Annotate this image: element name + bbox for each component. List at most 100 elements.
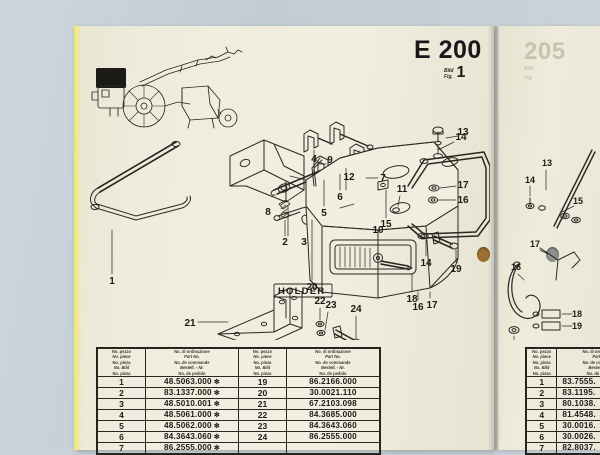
header-part-no-right: No. di ordinazione Part No. No. de comma… — [286, 349, 379, 377]
asterisk-marker: ✻ — [212, 445, 220, 452]
part-no-right: 30.0021.110 — [286, 387, 379, 398]
header-item-no-right: No. pezzo No. piece No. pieza No. Bild N… — [238, 349, 286, 377]
item-no: 5 — [527, 420, 557, 431]
asterisk-marker: ✻ — [212, 390, 220, 397]
svg-text:7: 7 — [380, 173, 386, 184]
table-header-row: No. pezzo No. piece No. pieza No. Bild N… — [98, 349, 380, 377]
item-no-left: 4 — [98, 409, 146, 420]
part-no-right: 67.2103.098 — [286, 398, 379, 409]
svg-text:24: 24 — [350, 304, 362, 315]
svg-text:14: 14 — [420, 258, 432, 269]
item-no: 3 — [527, 398, 557, 409]
svg-text:21: 21 — [184, 318, 196, 329]
parts-table-right: No. pezzo No. piece No. pieza No. Bild N… — [525, 347, 600, 455]
table-header-row-right: No. pezzo No. piece No. pieza No. Bild N… — [527, 349, 600, 377]
svg-text:11: 11 — [397, 184, 408, 195]
item-no-left: 1 — [98, 376, 146, 387]
asterisk-marker: ✻ — [212, 401, 220, 408]
part-no-left: 48.5063.000 ✻ — [145, 376, 238, 387]
svg-text:9: 9 — [327, 155, 333, 166]
item-no-right: 19 — [238, 376, 286, 387]
part-no-right: 84.3643.060 — [286, 420, 379, 431]
svg-text:4: 4 — [311, 154, 317, 165]
header-part-no-right-page: No. di ordinazione Part No. No. de comma… — [557, 349, 600, 377]
exploded-parts-illustration-right: 14 13 15 17 18 19 16 — [500, 30, 600, 340]
svg-text:16: 16 — [511, 262, 521, 272]
svg-text:14: 14 — [455, 132, 467, 143]
item-no: 1 — [527, 376, 557, 387]
part-no: 83.7555. — [557, 376, 600, 387]
svg-text:19: 19 — [450, 264, 462, 275]
item-no: 2 — [527, 387, 557, 398]
svg-text:23: 23 — [325, 300, 337, 311]
part-19-bolt — [432, 232, 458, 249]
item-no: 7 — [527, 442, 557, 453]
item-no-right: 23 — [238, 420, 286, 431]
item-no: 4 — [527, 409, 557, 420]
exploded-parts-illustration: HOLDER — [78, 30, 490, 340]
item-no-right — [238, 442, 286, 453]
item-no-left: 5 — [98, 420, 146, 431]
header-item-no-left: No. pezzo No. piece No. pieza No. Bild N… — [98, 349, 146, 377]
svg-text:15: 15 — [380, 219, 392, 230]
svg-text:2: 2 — [282, 237, 288, 248]
svg-text:13: 13 — [542, 158, 552, 168]
part-1-u-bar — [91, 141, 191, 220]
asterisk-marker: ✻ — [212, 412, 220, 419]
asterisk-marker: ✻ — [212, 423, 220, 430]
part-no-left: 48.5061.000 ✻ — [145, 409, 238, 420]
svg-text:14: 14 — [525, 175, 535, 185]
svg-text:19: 19 — [572, 321, 582, 331]
svg-text:20: 20 — [306, 282, 318, 293]
part-no: 80.1038. — [557, 398, 600, 409]
svg-text:17: 17 — [530, 239, 540, 249]
part-no-right — [286, 442, 379, 453]
svg-text:17: 17 — [457, 180, 469, 191]
svg-text:3: 3 — [301, 237, 307, 248]
svg-text:17: 17 — [426, 300, 438, 311]
item-no-left: 6 — [98, 431, 146, 442]
part-no: 82.8037. — [557, 442, 600, 453]
item-no-right: 20 — [238, 387, 286, 398]
part-no-left: 48.5010.001 ✻ — [145, 398, 238, 409]
asterisk-marker: ✻ — [212, 379, 220, 386]
item-no-left: 7 — [98, 442, 146, 453]
item-no-right: 21 — [238, 398, 286, 409]
part-no-left: 86.2555.000 ✻ — [145, 442, 238, 453]
machine-overview-drawing — [92, 47, 242, 128]
part-no-right: 86.2555.000 — [286, 431, 379, 442]
part-no-right: 86.2166.000 — [286, 376, 379, 387]
part-no-left: 84.3643.060 ✻ — [145, 431, 238, 442]
header-item-no-right-page: No. pezzo No. piece No. pieza No. Bild N… — [527, 349, 557, 377]
svg-text:8: 8 — [265, 207, 271, 218]
svg-text:12: 12 — [343, 172, 355, 183]
item-no: 6 — [527, 431, 557, 442]
part-no: 30.0026. — [557, 431, 600, 442]
svg-text:16: 16 — [412, 302, 424, 313]
item-no-left: 3 — [98, 398, 146, 409]
svg-text:18: 18 — [572, 309, 582, 319]
svg-text:5: 5 — [321, 208, 327, 219]
asterisk-marker: ✻ — [212, 434, 220, 441]
svg-text:15: 15 — [573, 196, 583, 206]
item-no-left: 2 — [98, 387, 146, 398]
svg-text:6: 6 — [337, 192, 343, 203]
part-no-left: 48.5062.000 ✻ — [145, 420, 238, 431]
part-no: 81.4548. — [557, 409, 600, 420]
item-no-right: 22 — [238, 409, 286, 420]
